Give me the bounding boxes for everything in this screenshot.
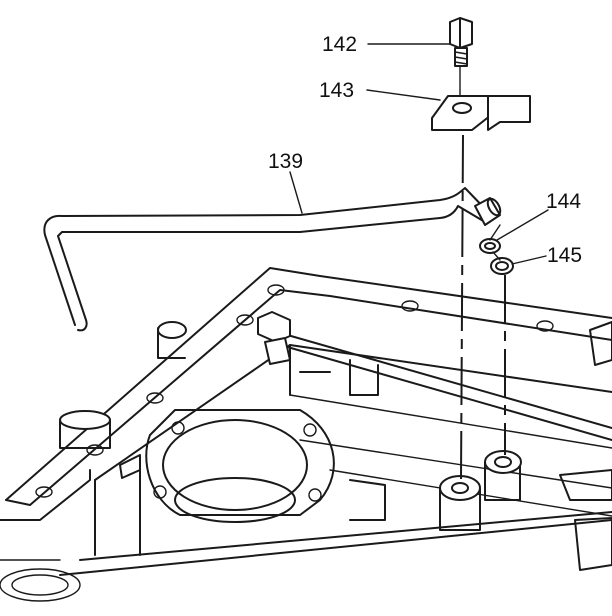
callout-143-label: 143 <box>319 79 354 102</box>
installation-lines <box>459 65 506 481</box>
callout-144: 144 <box>496 190 581 241</box>
seal-144 <box>479 238 501 254</box>
mounting-bosses <box>439 450 522 531</box>
bore-gasket <box>119 409 386 523</box>
installed-tube <box>257 311 612 441</box>
callout-139-label: 139 <box>268 150 303 173</box>
callout-142-label: 142 <box>322 33 357 56</box>
flange-bolt-holes <box>35 284 554 498</box>
callout-143: 143 <box>319 79 441 102</box>
callout-144-label: 144 <box>546 190 581 213</box>
callout-142: 142 <box>322 33 451 56</box>
callout-139: 139 <box>268 150 303 214</box>
callout-145: 145 <box>511 244 582 267</box>
tube-139 <box>43 187 502 332</box>
bolt-142 <box>449 17 473 67</box>
oring-145 <box>490 257 514 275</box>
bracket-143 <box>431 95 531 131</box>
callout-145-label: 145 <box>547 244 582 267</box>
